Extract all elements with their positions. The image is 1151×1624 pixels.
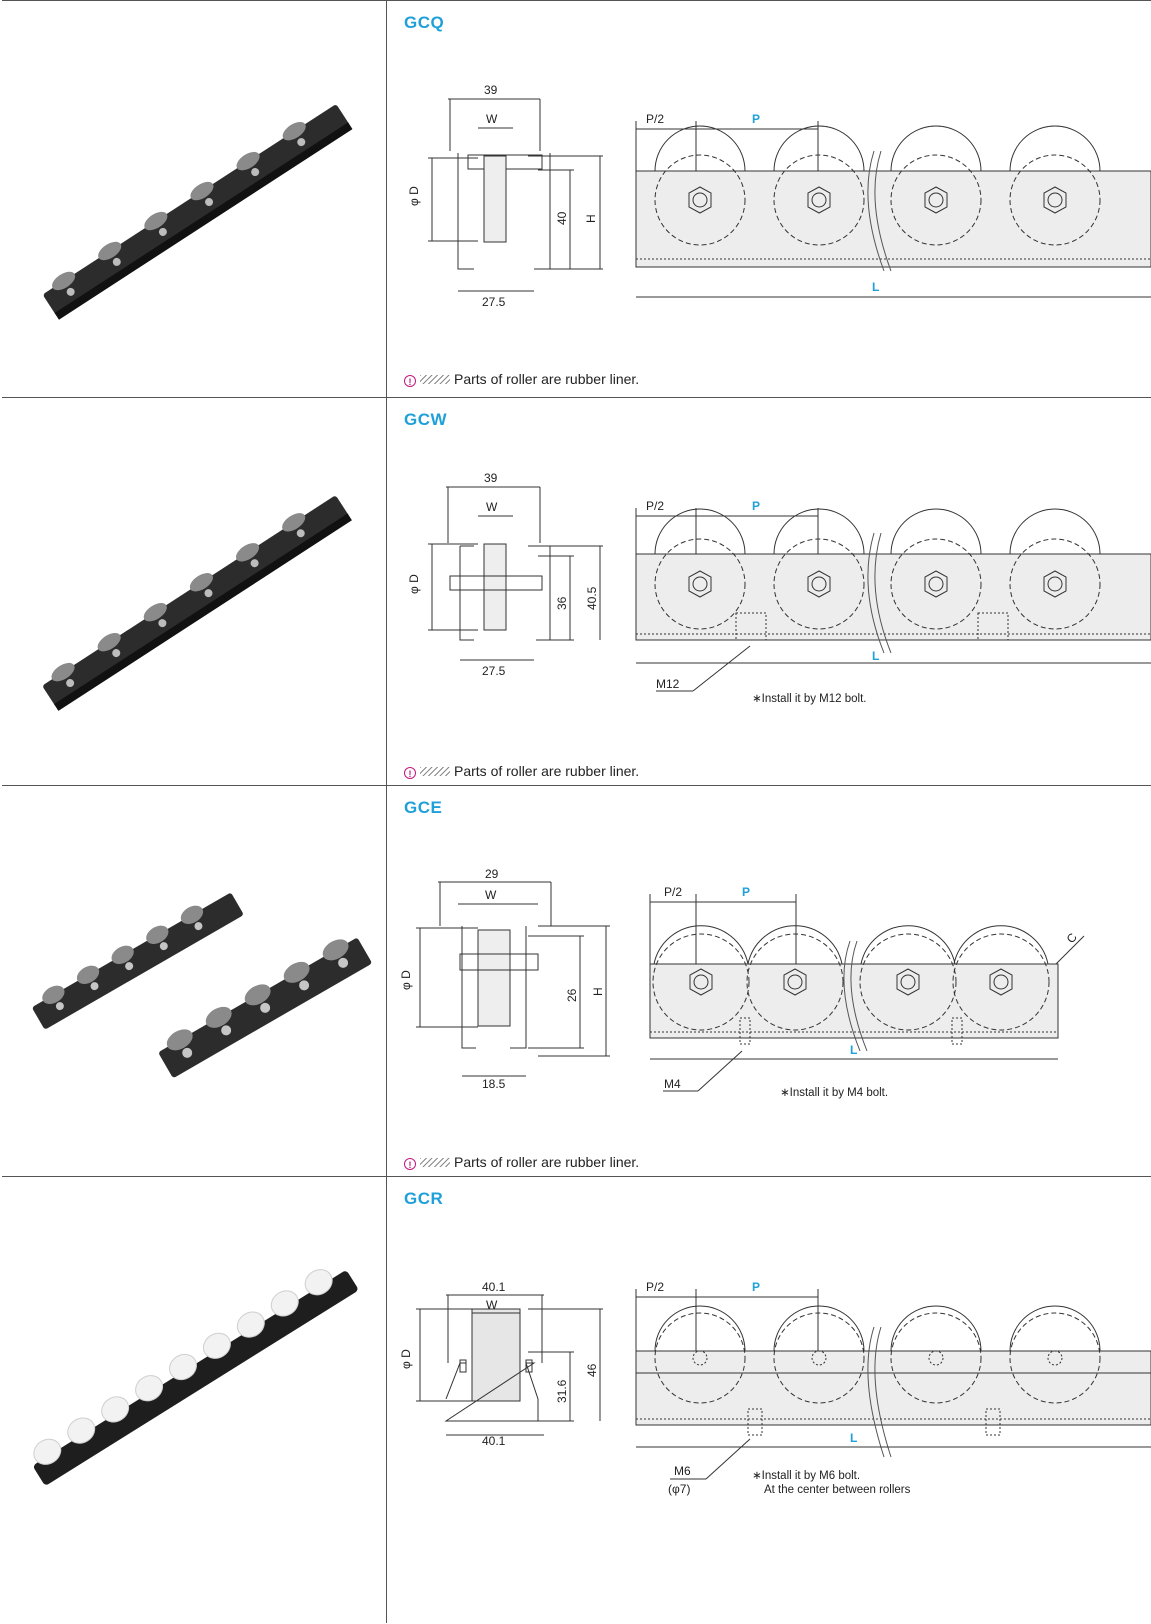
dim-d: φ D xyxy=(407,186,421,206)
hatch-swatch-icon xyxy=(420,1158,450,1167)
drawing-cell: GCE xyxy=(388,786,1151,1176)
rubber-liner-note: !Parts of roller are rubber liner. xyxy=(404,1154,639,1170)
product-photo-cell xyxy=(2,786,387,1176)
dim-w: W xyxy=(486,500,498,514)
drawing-cell: GCR xyxy=(388,1177,1151,1623)
product-photo-cell xyxy=(2,398,387,785)
dimension-drawing-gcr: 40.1 W φ D 31.6 46 40.1 P/2 P L M6 (φ7) … xyxy=(399,1280,1151,1496)
dim-inner-h: 26 xyxy=(565,988,579,1002)
dimension-drawing-gcq: 39 W φ D 40 H 27.5 P/2 P L xyxy=(407,83,1151,309)
model-title: GCR xyxy=(404,1189,444,1208)
product-photo-cell xyxy=(2,1,387,397)
bolt-size: M4 xyxy=(664,1077,681,1091)
dim-length: L xyxy=(872,280,879,294)
product-photo-gcw xyxy=(43,496,352,711)
dim-chamfer: C xyxy=(1064,930,1081,946)
dim-pitch: P xyxy=(752,112,760,126)
dim-d: φ D xyxy=(399,970,413,990)
dim-w: W xyxy=(486,1298,498,1312)
dim-pitch: P xyxy=(752,1280,760,1294)
dim-d: φ D xyxy=(407,574,421,594)
dim-h: 46 xyxy=(585,1363,599,1377)
dim-base: 27.5 xyxy=(482,664,506,678)
product-row-gcw: GCW xyxy=(2,397,1151,785)
hatch-swatch-icon xyxy=(420,767,450,776)
dim-h: 40.5 xyxy=(585,586,599,610)
dim-p-half: P/2 xyxy=(646,1280,664,1294)
tip-bulb-icon: ! xyxy=(404,375,416,387)
model-title: GCE xyxy=(404,798,443,817)
dim-base: 40.1 xyxy=(482,1434,506,1448)
dim-d: φ D xyxy=(399,1349,413,1369)
bolt-size: M6 xyxy=(674,1464,691,1478)
model-title: GCW xyxy=(404,410,448,429)
product-photo-gcr xyxy=(33,1269,358,1485)
bolt-note: ∗Install it by M12 bolt. xyxy=(752,693,866,705)
dim-inner-h: 40 xyxy=(555,211,569,225)
bolt-size: M12 xyxy=(656,677,680,691)
bolt-note: ∗Install it by M6 bolt. xyxy=(752,1470,860,1482)
dim-inner-h: 36 xyxy=(555,596,569,610)
dim-base: 18.5 xyxy=(482,1077,506,1091)
dim-width: 40.1 xyxy=(482,1280,506,1294)
dim-p-half: P/2 xyxy=(664,885,682,899)
hatch-swatch-icon xyxy=(420,375,450,384)
tip-bulb-icon: ! xyxy=(404,1158,416,1170)
product-photo-gce xyxy=(32,893,372,1078)
dim-base: 27.5 xyxy=(482,295,506,309)
bolt-position-note: At the center between rollers xyxy=(764,1484,911,1496)
dim-width: 39 xyxy=(484,83,498,97)
rubber-liner-note: !Parts of roller are rubber liner. xyxy=(404,763,639,779)
bolt-note: ∗Install it by M4 bolt. xyxy=(780,1087,888,1099)
dim-inner-h: 31.6 xyxy=(555,1379,569,1403)
dimension-drawing-gcw: 39 W φ D 36 40.5 27.5 P/2 P L M12 ∗Insta… xyxy=(407,471,1151,705)
dim-length: L xyxy=(850,1043,857,1057)
model-title: GCQ xyxy=(404,13,445,32)
dim-length: L xyxy=(872,649,879,663)
tip-bulb-icon: ! xyxy=(404,767,416,779)
dim-pitch: P xyxy=(742,885,750,899)
bolt-hole-diameter: (φ7) xyxy=(668,1482,690,1496)
dim-p-half: P/2 xyxy=(646,112,664,126)
product-photo-cell xyxy=(2,1177,387,1623)
dim-p-half: P/2 xyxy=(646,499,664,513)
dim-w: W xyxy=(486,112,498,126)
dim-pitch: P xyxy=(752,499,760,513)
drawing-cell: GCQ xyxy=(388,1,1151,397)
dim-width: 29 xyxy=(485,867,499,881)
dim-h: H xyxy=(591,987,605,996)
product-row-gcq: GCQ xyxy=(2,0,1151,397)
product-row-gce: GCE xyxy=(2,785,1151,1176)
product-photo-gcq xyxy=(43,105,353,320)
drawing-cell: GCW xyxy=(388,398,1151,785)
product-row-gcr: GCR xyxy=(2,1176,1151,1623)
dim-width: 39 xyxy=(484,471,498,485)
dim-w: W xyxy=(485,888,497,902)
dim-h: H xyxy=(584,214,598,223)
dim-length: L xyxy=(850,1431,857,1445)
dimension-drawing-gce: 29 W φ D 26 H 18.5 P/2 P L C M4 ∗Install… xyxy=(399,867,1085,1099)
rubber-liner-note: !Parts of roller are rubber liner. xyxy=(404,371,639,387)
